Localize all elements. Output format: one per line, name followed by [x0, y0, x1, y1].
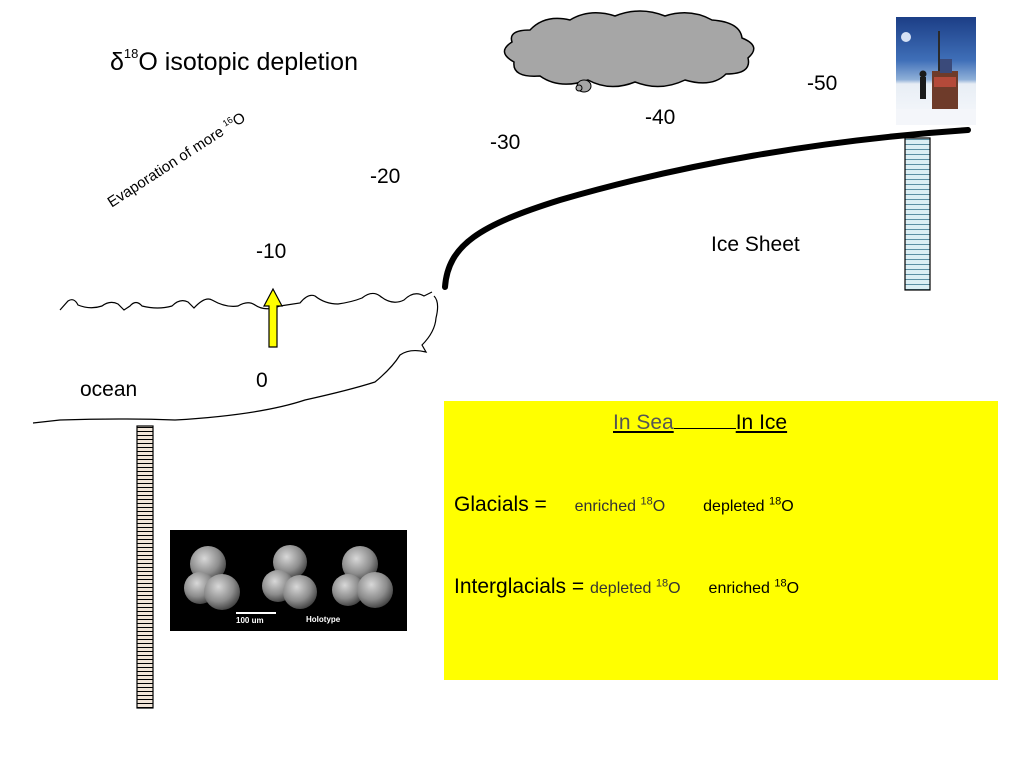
- col-in-ice: In Ice: [735, 411, 788, 434]
- ice-core: [904, 137, 931, 291]
- glacials-ice-text: depleted: [703, 498, 769, 515]
- photo-drawing: [896, 31, 976, 125]
- glacials-label: Glacials =: [454, 493, 553, 516]
- glacials-sea-sup: 18: [640, 495, 653, 508]
- sediment-core: [136, 425, 154, 709]
- delta-symbol: δ: [110, 48, 124, 76]
- interglacials-sea: depleted 18O: [590, 577, 681, 597]
- diagram-title: δ18O isotopic depletion: [110, 46, 358, 77]
- glacials-sea-el: O: [652, 498, 666, 515]
- ice-core-drilling-photo: [896, 17, 976, 125]
- summary-header: In Sea In Ice: [613, 411, 787, 435]
- glacials-sea-text: enriched: [574, 498, 641, 515]
- interglacials-ice-sup: 18: [774, 577, 787, 590]
- interglacials-sea-el: O: [668, 580, 681, 597]
- foraminifera-micrograph: 100 um Holotype: [170, 530, 407, 631]
- sea-waves: [59, 291, 433, 311]
- depletion-value-40: -40: [645, 106, 676, 129]
- interglacials-sea-sup: 18: [655, 577, 669, 590]
- ice-sheet-label: Ice Sheet: [711, 233, 800, 256]
- depletion-value-50: -50: [807, 72, 838, 95]
- ocean-label: ocean: [80, 378, 138, 401]
- glacials-sea: enriched 18O: [574, 495, 666, 515]
- ocean-floor: [32, 295, 439, 424]
- ice-sheet-surface: [442, 127, 971, 290]
- cloud-shape: [503, 10, 755, 88]
- depletion-value-20: -20: [370, 165, 401, 188]
- micrograph-caption: Holotype: [306, 615, 341, 624]
- depletion-value-10: -10: [256, 240, 287, 263]
- micrograph-scale-bar-label: 100 um: [236, 616, 264, 625]
- glacials-ice: depleted 18O: [703, 495, 794, 515]
- depletion-value-0: 0: [256, 369, 268, 392]
- interglacials-ice: enriched 18O: [708, 577, 800, 597]
- glacials-ice-sup: 18: [769, 495, 782, 508]
- title-text: O isotopic depletion: [138, 48, 358, 76]
- depletion-value-30: -30: [490, 131, 521, 154]
- interglacials-sea-text: depleted: [590, 580, 656, 597]
- glacials-ice-el: O: [781, 498, 794, 515]
- interglacials-label: Interglacials =: [454, 575, 590, 598]
- interglacials-ice-el: O: [786, 580, 800, 597]
- evaporation-arrow: [263, 287, 283, 348]
- header-gap: [673, 427, 736, 429]
- title-superscript: 18: [123, 46, 139, 61]
- col-in-sea: In Sea: [613, 411, 674, 434]
- cloud-droplet-small: [575, 84, 583, 92]
- foram-drawing: [184, 545, 393, 614]
- interglacials-ice-text: enriched: [708, 580, 775, 597]
